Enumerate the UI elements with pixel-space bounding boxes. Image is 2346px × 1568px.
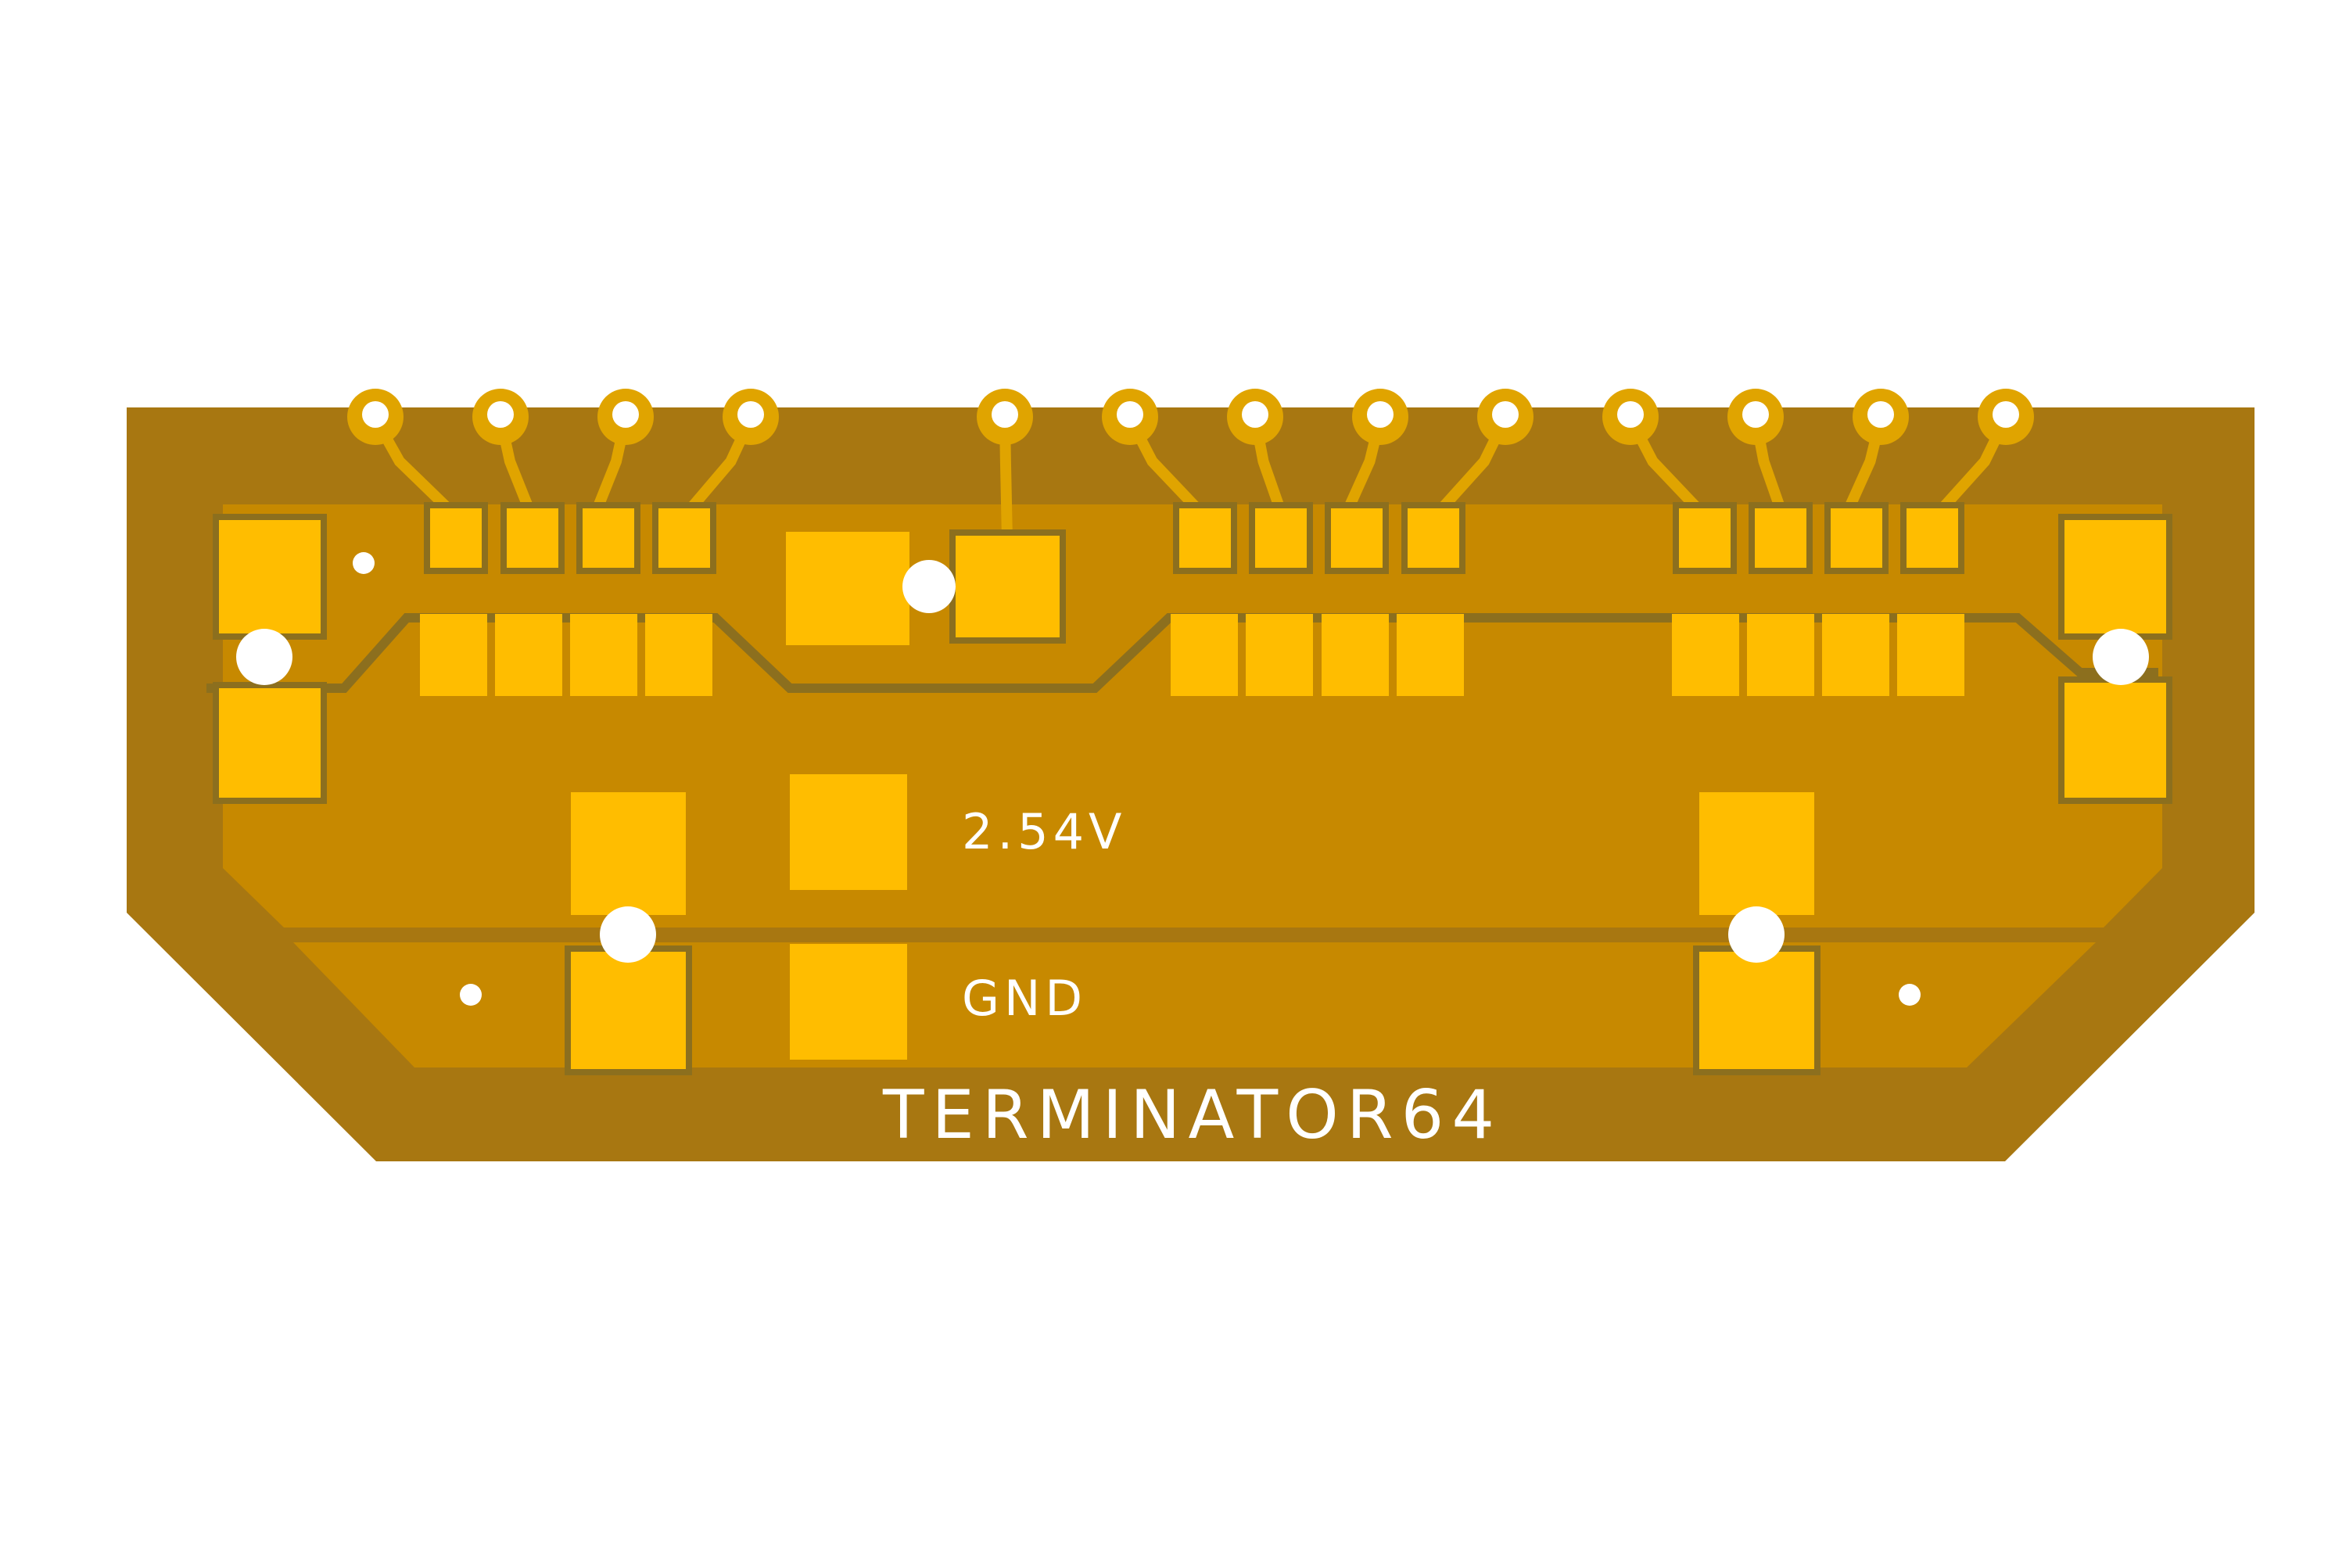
edge-drill-left: [236, 629, 292, 685]
power-pad-right-bottom: [1699, 952, 1814, 1069]
mount-drill-small-bottom-right: [1899, 984, 1921, 1006]
castellation-drill-9: [1492, 401, 1519, 428]
smd-pad-lower-7: [1322, 614, 1389, 696]
smd-pad-lower-1: [420, 614, 487, 696]
component-pad-left: [786, 532, 909, 645]
smd-pad-lower-9: [1672, 614, 1739, 696]
smd-pad-upper-8: [1408, 508, 1459, 568]
smd-pad-lower-11: [1822, 614, 1889, 696]
smd-pad-upper-5: [1179, 508, 1231, 568]
power-drill-left: [600, 906, 656, 963]
component-pad-right: [956, 536, 1060, 637]
power-pad-right-top: [1699, 792, 1814, 915]
edge-pad-right-bottom: [2064, 683, 2166, 798]
pad-group: [213, 502, 2172, 1075]
castellation-drill-2: [487, 401, 514, 428]
castellation-drill-5: [992, 401, 1018, 428]
net-pad-2v54: [790, 774, 907, 890]
smd-pad-lower-8: [1397, 614, 1464, 696]
smd-pad-upper-2: [507, 508, 558, 568]
edge-drill-right: [2093, 629, 2149, 685]
castellation-drill-8: [1367, 401, 1394, 428]
castellation-drill-10: [1617, 401, 1644, 428]
smd-pad-upper-7: [1331, 508, 1383, 568]
component-drill-center: [902, 560, 956, 613]
edge-pad-left-top: [219, 520, 321, 633]
net-label-gnd: GND: [962, 970, 1087, 1027]
net-label-2v54: 2.54V: [962, 803, 1126, 860]
copper-pour-top: [223, 504, 2162, 928]
power-pad-left-top: [571, 792, 686, 915]
net-pad-gnd: [790, 944, 907, 1060]
castellation-drill-11: [1742, 401, 1769, 428]
castellation-group: [347, 389, 2034, 445]
castellation-drill-12: [1867, 401, 1894, 428]
smd-pad-upper-1: [430, 508, 482, 568]
castellation-drill-7: [1242, 401, 1268, 428]
smd-pad-upper-10: [1755, 508, 1806, 568]
castellation-drill-1: [362, 401, 389, 428]
castellation-drill-13: [1993, 401, 2019, 428]
mount-drill-small-left: [353, 552, 375, 574]
edge-pad-left-bottom: [219, 688, 321, 798]
mount-drill-small-bottom-left: [460, 984, 482, 1006]
smd-pad-lower-4: [645, 614, 712, 696]
smd-pad-lower-12: [1897, 614, 1964, 696]
drill-group: [236, 552, 2149, 1006]
smd-pad-upper-3: [583, 508, 634, 568]
smd-pad-lower-2: [495, 614, 562, 696]
castellation-drill-3: [612, 401, 639, 428]
castellation-drill-6: [1117, 401, 1143, 428]
smd-pad-upper-12: [1907, 508, 1958, 568]
edge-pad-right-top: [2064, 520, 2166, 633]
smd-pad-upper-9: [1679, 508, 1731, 568]
smd-pad-upper-4: [658, 508, 710, 568]
smd-pad-lower-10: [1747, 614, 1814, 696]
power-pad-left-bottom: [571, 952, 686, 1069]
copper-pour-bottom: [293, 942, 2096, 1067]
smd-pad-lower-5: [1171, 614, 1238, 696]
smd-pad-lower-6: [1246, 614, 1313, 696]
smd-pad-lower-3: [570, 614, 637, 696]
soldermask-trace-outline: [206, 613, 2158, 693]
board-title: TERMINATOR64: [882, 1076, 1502, 1154]
castellation-drill-4: [737, 401, 764, 428]
power-drill-right: [1728, 906, 1785, 963]
smd-pad-upper-11: [1831, 508, 1882, 568]
smd-pad-upper-6: [1255, 508, 1307, 568]
